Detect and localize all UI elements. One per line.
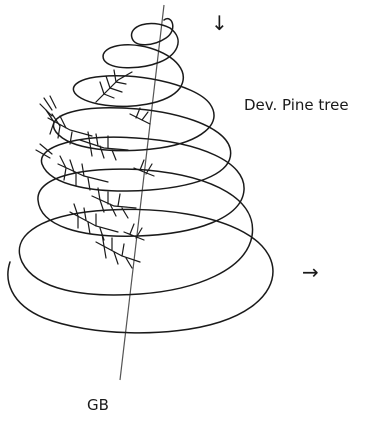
down-arrow-icon: ↓ (211, 11, 228, 35)
central-axis-line (119, 4, 165, 381)
pine-branches (35, 69, 155, 269)
spiral-curve (7, 17, 274, 334)
right-arrow-icon: → (302, 260, 319, 284)
axis-label: GB (87, 396, 109, 414)
tree-label: Dev. Pine tree (244, 96, 349, 114)
